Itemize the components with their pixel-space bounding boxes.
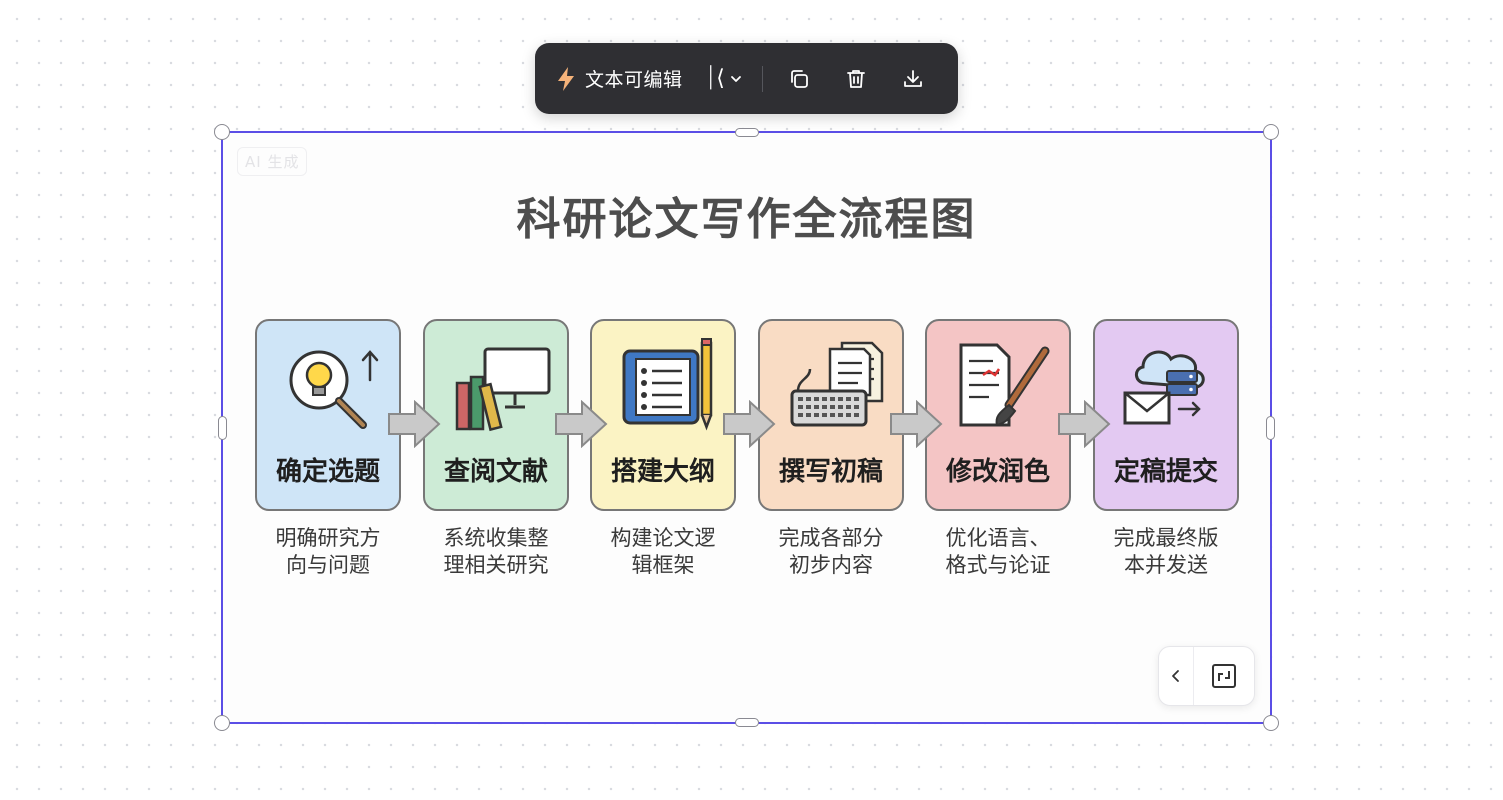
step-description-6: 完成最终版 本并发送 — [1093, 525, 1239, 579]
selected-image[interactable]: AI 生成 科研论文写作全流程图 确定选题 明确研究方 向与问题 查阅文献 系统… — [214, 124, 1279, 731]
step-label: 定稿提交 — [1113, 457, 1218, 487]
step-card-6: 定稿提交 — [1093, 319, 1239, 511]
document-brush-icon — [959, 343, 1050, 427]
toolbar-divider — [762, 65, 764, 92]
step-desc-line: 优化语言、 — [945, 526, 1051, 550]
resize-handle-left[interactable] — [218, 415, 227, 440]
text-editable-label: 文本可编辑 — [585, 69, 683, 91]
keyboard-document-icon — [790, 341, 884, 427]
step-description-3: 构建论文逻 辑框架 — [590, 525, 736, 579]
split-dropdown[interactable]: ⏐⟨ — [705, 59, 743, 99]
text-editable-button[interactable]: 文本可编辑 — [555, 59, 683, 99]
step-desc-line: 初步内容 — [789, 553, 873, 577]
step-desc-line: 本并发送 — [1124, 553, 1208, 577]
step-desc-line: 向与问题 — [286, 553, 370, 577]
lightbulb-search-icon — [289, 350, 379, 429]
step-label: 确定选题 — [275, 457, 380, 487]
split-icon: ⏐⟨ — [704, 66, 728, 91]
step-desc-line: 完成最终版 — [1113, 526, 1219, 550]
delete-button[interactable] — [836, 59, 876, 99]
flow-arrow-icon — [1058, 400, 1111, 448]
flow-arrow-icon — [555, 400, 608, 448]
step-card-1: 确定选题 — [255, 319, 401, 511]
resize-handle-top-left[interactable] — [214, 124, 230, 140]
bolt-icon — [558, 66, 574, 91]
step-label: 撰写初稿 — [778, 457, 883, 487]
step-card-3: 搭建大纲 — [590, 319, 736, 511]
view-controls — [1158, 646, 1255, 706]
expand-button[interactable] — [1194, 647, 1254, 705]
copy-button[interactable] — [779, 59, 819, 99]
scroll-outline-icon — [622, 338, 713, 431]
step-label: 修改润色 — [945, 457, 1050, 487]
chevron-left-icon — [1172, 670, 1179, 682]
chevron-down-icon — [731, 75, 742, 82]
flow-arrow-icon — [890, 400, 943, 448]
expand-icon — [1212, 664, 1236, 688]
step-desc-line: 系统收集整 — [443, 526, 549, 550]
step-description-5: 优化语言、 格式与论证 — [925, 525, 1071, 579]
ai-generated-badge: AI 生成 — [237, 147, 308, 176]
step-label: 搭建大纲 — [610, 457, 715, 487]
diagram-title: 科研论文写作全流程图 — [516, 194, 977, 245]
step-card-4: 撰写初稿 — [758, 319, 904, 511]
books-monitor-icon — [455, 347, 551, 432]
resize-handle-right[interactable] — [1266, 415, 1275, 440]
resize-handle-bottom-right[interactable] — [1263, 715, 1279, 731]
download-icon — [904, 69, 923, 87]
step-description-4: 完成各部分 初步内容 — [758, 525, 904, 579]
image-toolbar: 文本可编辑 ⏐⟨ — [535, 43, 958, 114]
flow-arrow-icon — [723, 400, 776, 448]
step-desc-line: 辑框架 — [631, 553, 695, 577]
step-desc-line: 明确研究方 — [275, 526, 381, 550]
resize-handle-top[interactable] — [734, 128, 759, 137]
step-desc-line: 格式与论证 — [945, 553, 1051, 577]
copy-icon — [791, 69, 809, 88]
cloud-mail-icon — [1123, 350, 1205, 425]
step-label: 查阅文献 — [443, 457, 548, 487]
flow-arrow-icon — [388, 400, 441, 448]
resize-handle-bottom[interactable] — [734, 718, 759, 727]
trash-icon — [847, 69, 866, 88]
step-card-5: 修改润色 — [925, 319, 1071, 511]
download-button[interactable] — [893, 59, 933, 99]
collapse-button[interactable] — [1159, 647, 1194, 705]
resize-handle-bottom-left[interactable] — [214, 715, 230, 731]
resize-handle-top-right[interactable] — [1263, 124, 1279, 140]
step-desc-line: 构建论文逻 — [610, 526, 716, 550]
step-card-2: 查阅文献 — [423, 319, 569, 511]
step-description-2: 系统收集整 理相关研究 — [423, 525, 569, 579]
step-desc-line: 完成各部分 — [778, 526, 884, 550]
step-desc-line: 理相关研究 — [443, 553, 549, 577]
step-description-1: 明确研究方 向与问题 — [255, 525, 401, 579]
